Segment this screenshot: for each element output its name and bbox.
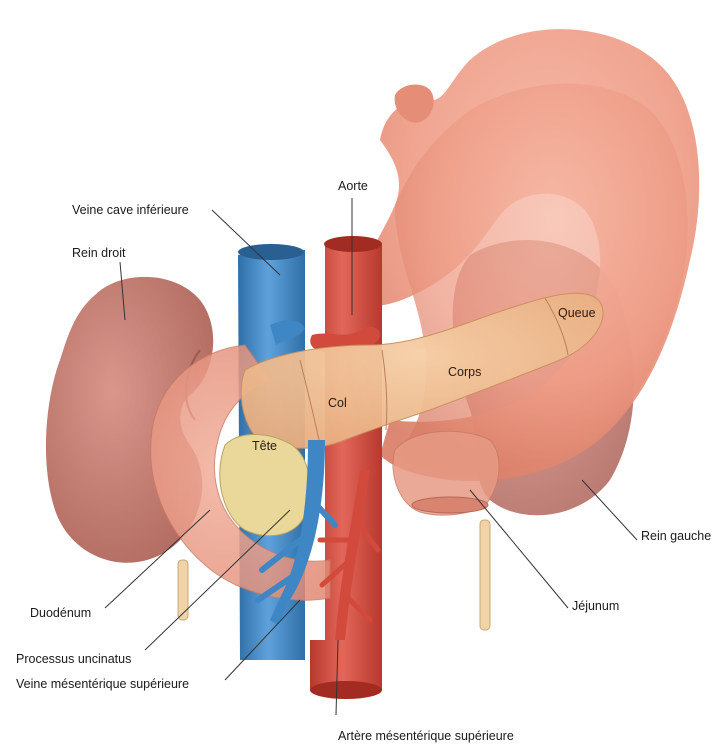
- label-veine-mes: Veine mésentérique supérieure: [16, 677, 189, 691]
- label-tete: Tête: [252, 439, 277, 453]
- label-col: Col: [328, 396, 347, 410]
- label-aorte: Aorte: [338, 179, 368, 193]
- label-jejunum: Jéjunum: [572, 599, 619, 613]
- jejunum-opening: [412, 497, 488, 513]
- label-rein-gauche: Rein gauche: [641, 529, 711, 543]
- label-rein-droit: Rein droit: [72, 246, 126, 260]
- label-queue: Queue: [558, 306, 596, 320]
- label-corps: Corps: [448, 365, 481, 379]
- left-ureter: [178, 560, 188, 620]
- label-processus: Processus uncinatus: [16, 652, 131, 666]
- vena-cava-top: [238, 244, 304, 260]
- label-veine-cave: Veine cave inférieure: [72, 203, 189, 217]
- aorta-bottom: [310, 681, 382, 699]
- label-artere-mes: Artère mésentérique supérieure: [338, 729, 514, 743]
- leader-rein-gauche: [582, 480, 637, 540]
- label-duodenum: Duodénum: [30, 606, 91, 620]
- stomach-body: [395, 84, 688, 476]
- right-ureter: [480, 520, 490, 630]
- aorta-top: [324, 236, 382, 252]
